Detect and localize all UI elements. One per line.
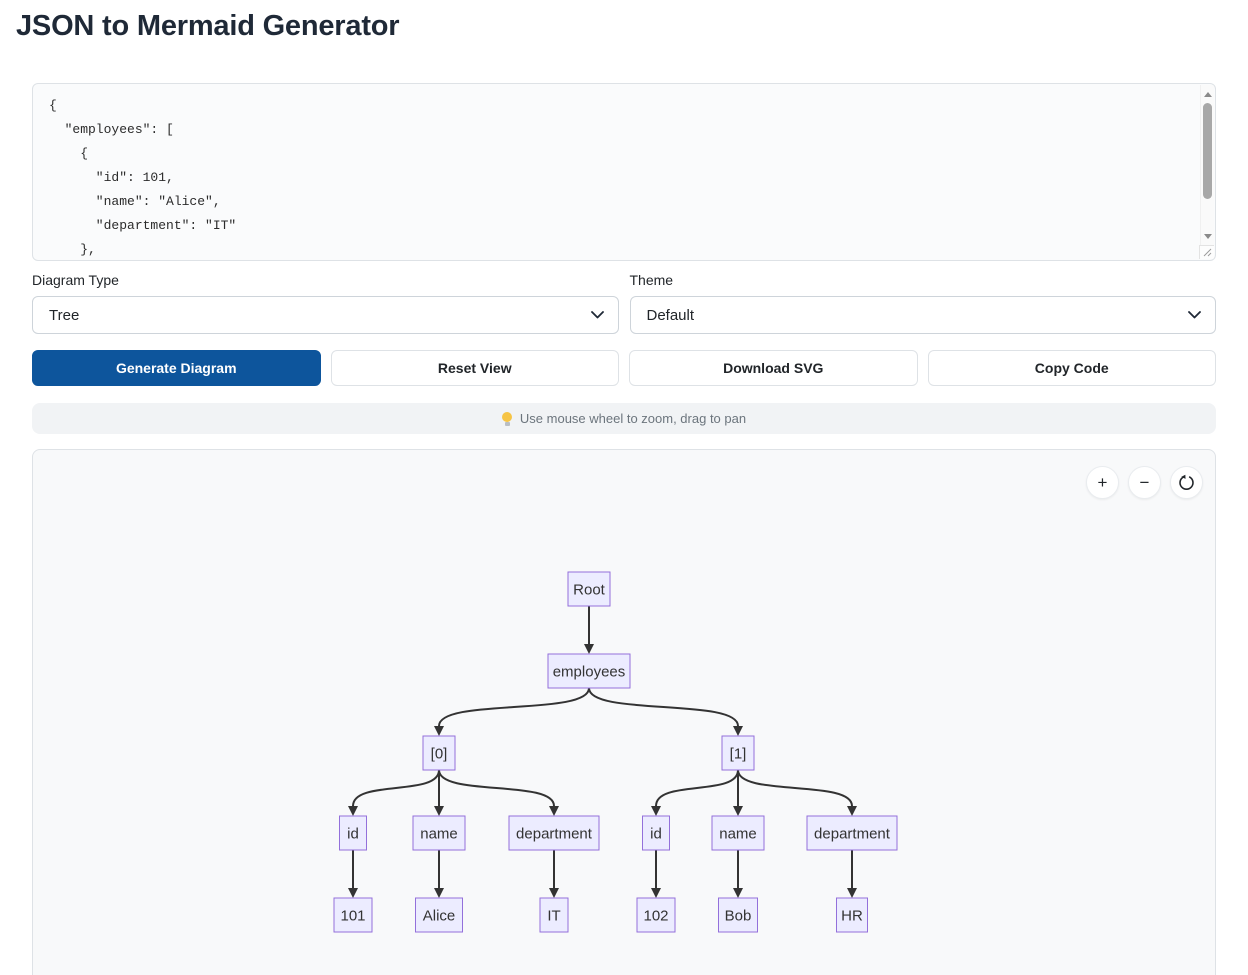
tree-node-label: department: [516, 826, 593, 843]
tree-edge: [438, 769, 559, 816]
tree-node-label: Bob: [725, 908, 752, 925]
form-row: Diagram Type Tree Theme Default: [32, 272, 1216, 334]
tree-node: [836, 897, 868, 933]
tree-node: [339, 815, 367, 851]
tree-node-label: id: [347, 826, 359, 843]
diagram-type-value: Tree: [49, 306, 80, 324]
diagram-type-label: Diagram Type: [32, 272, 119, 288]
resize-grip-icon[interactable]: [1199, 245, 1214, 259]
tree-node: [415, 897, 463, 933]
scroll-down-icon[interactable]: [1201, 229, 1215, 243]
button-row: Generate Diagram Reset View Download SVG…: [32, 350, 1216, 386]
tree-node-label: id: [650, 826, 662, 843]
tree-node-label: name: [719, 826, 757, 843]
tree-diagram: Root employees [0] [1] id name department id nam…: [333, 571, 898, 933]
tree-edge: [588, 687, 743, 736]
reset-zoom-button[interactable]: [1170, 466, 1203, 499]
tree-node-label: Root: [573, 582, 606, 599]
tree-node-label: 102: [643, 908, 668, 925]
generate-diagram-button[interactable]: Generate Diagram: [32, 350, 321, 386]
reset-view-button[interactable]: Reset View: [330, 350, 619, 386]
theme-value: Default: [646, 306, 695, 324]
tree-node: [333, 897, 373, 933]
tree-edges: [348, 606, 857, 898]
json-input[interactable]: { "employees": [ { "id": 101, "name": "A…: [32, 83, 1216, 261]
chevron-down-icon: [1188, 311, 1201, 319]
scroll-up-icon[interactable]: [1201, 87, 1215, 101]
json-input-text[interactable]: { "employees": [ { "id": 101, "name": "A…: [49, 98, 237, 257]
main-content: { "employees": [ { "id": 101, "name": "A…: [32, 83, 1216, 975]
tree-node-label: 101: [340, 908, 365, 925]
theme-group: Theme Default: [629, 272, 1216, 334]
tree-node: [412, 815, 466, 851]
tree-edge: [348, 769, 440, 816]
tree-node-label: department: [814, 826, 891, 843]
download-svg-button[interactable]: Download SVG: [629, 350, 918, 386]
reset-rotate-icon: [1179, 474, 1194, 490]
tree-node: [721, 735, 755, 771]
tree-node-label: employees: [553, 664, 626, 681]
theme-label: Theme: [629, 272, 674, 288]
diagram-type-select[interactable]: Tree: [32, 296, 619, 334]
tree-node: [422, 735, 456, 771]
lightbulb-icon: [502, 411, 513, 426]
tree-node-label: Alice: [423, 908, 456, 925]
diagram-type-group: Diagram Type Tree: [32, 272, 619, 334]
tree-node: [718, 897, 758, 933]
tree-edge: [737, 769, 857, 816]
tree-node: [806, 815, 898, 851]
tree-node: [547, 653, 631, 689]
tree-node: [508, 815, 600, 851]
tree-node-label: name: [420, 826, 458, 843]
theme-select[interactable]: Default: [629, 296, 1216, 334]
zoom-out-button[interactable]: −: [1128, 466, 1161, 499]
copy-code-button[interactable]: Copy Code: [927, 350, 1216, 386]
scrollbar-thumb[interactable]: [1203, 103, 1212, 199]
minus-icon: −: [1139, 472, 1150, 492]
tree-node-label: IT: [547, 908, 560, 925]
zoom-controls: + −: [1086, 466, 1203, 499]
hint-text: Use mouse wheel to zoom, drag to pan: [519, 411, 747, 426]
tree-edge: [651, 769, 739, 816]
tree-node: [567, 571, 611, 607]
chevron-down-icon: [590, 311, 604, 319]
tree-node: [711, 815, 765, 851]
tree-node-label: HR: [841, 908, 863, 925]
tree-node: [539, 897, 569, 933]
tree-node: [636, 897, 676, 933]
tree-node-label: [0]: [431, 746, 448, 763]
page-title: JSON to Mermaid Generator: [16, 10, 400, 42]
editor-scrollbar[interactable]: [1200, 85, 1214, 245]
tree-node: [642, 815, 670, 851]
zoom-in-button[interactable]: +: [1086, 466, 1119, 499]
plus-icon: +: [1097, 472, 1108, 492]
tree-nodes: Root employees [0] [1] id name department id nam…: [333, 571, 898, 933]
tree-edge: [434, 687, 590, 736]
tree-node-label: [1]: [730, 746, 747, 763]
diagram-canvas[interactable]: + − Root employees [0] [1] id name department i…: [32, 449, 1216, 975]
hint-bar: Use mouse wheel to zoom, drag to pan: [32, 403, 1216, 434]
